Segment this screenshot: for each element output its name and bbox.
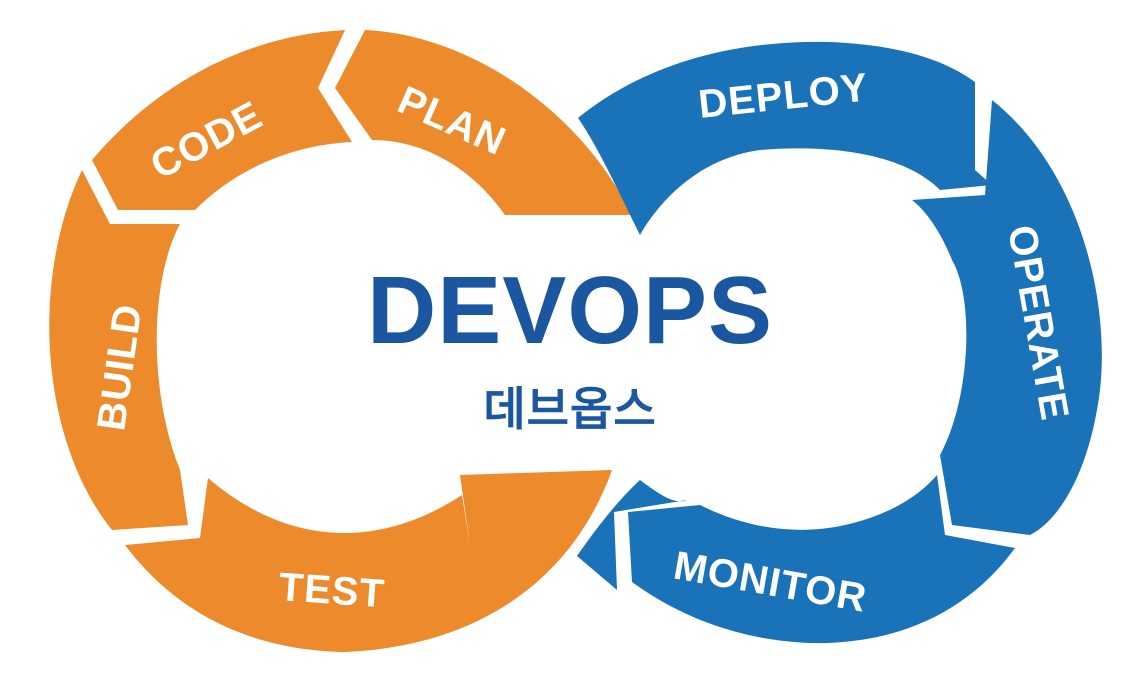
dev-loop [49, 30, 632, 652]
stage-segment-monitor [628, 475, 1015, 644]
diagram-subtitle-korean: 데브옵스 [483, 382, 656, 436]
diagram-title: DEVOPS [367, 257, 773, 364]
stage-segment-deploy [578, 41, 992, 235]
stage-label-test: TEST [277, 565, 386, 616]
stage-segment-code [92, 30, 352, 210]
stage-segment-operate [912, 100, 1102, 535]
stage-segment-build [49, 170, 188, 530]
stage-segment-plan [335, 30, 632, 215]
ops-loop [577, 41, 1102, 644]
stage-segment-test [125, 470, 612, 652]
stage-arrowhead-monitor [577, 480, 687, 590]
